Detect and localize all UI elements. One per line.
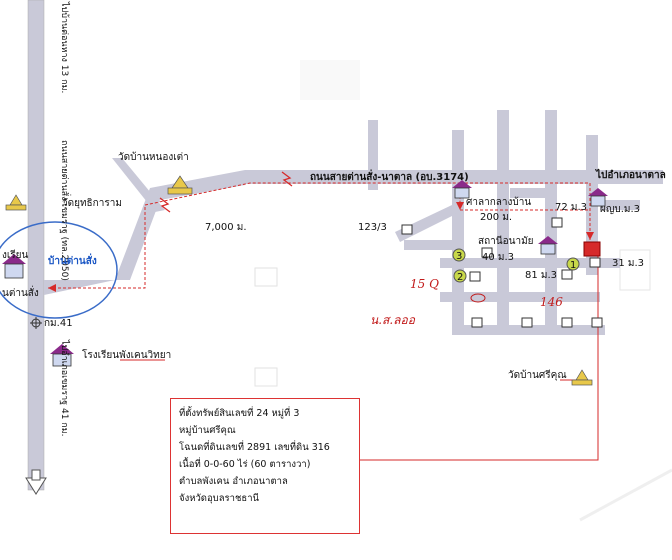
marker-2-label: 2 (457, 272, 463, 283)
route-arrow-left (48, 284, 56, 292)
house-icon-sala (452, 180, 472, 199)
wat-srikhun-label: วัดบ้านศรีคุณ (508, 369, 567, 381)
house-40-label: 40 ม.3 (482, 252, 514, 263)
main-road-label: ถนนสายต่านสั่ง-นาตาล (อบ.3174) (310, 169, 469, 183)
highway-label-bottom: ไปอำเภอเขมราฐ 41 กม. (59, 339, 70, 437)
house-72-label: 72 ม.3 (555, 202, 587, 213)
property-info-box: ที่ตั้งทรัพย์สินเลขที่ 24 หมู่ที่ 3 หมู่… (170, 398, 360, 534)
km41-label: กม.41 (44, 318, 73, 329)
house-icon-anamai (538, 236, 558, 255)
info-line-3: โฉนดที่ดินเลขที่ 2891 เลขที่ดิน 316 (179, 442, 330, 453)
marker-3-label: 3 (456, 251, 462, 262)
break-symbols (159, 171, 293, 213)
handwritten-15: 15 Q (410, 277, 439, 291)
distance-7km: 7,000 ม. (205, 222, 247, 233)
info-line-4: เนื้อที่ 0-0-60 ไร่ (60 ตารางวา) (179, 459, 311, 470)
marker-1-label: 1 (570, 260, 576, 271)
house-123-label: 123/3 (358, 222, 387, 233)
info-line-6: จังหวัดอุบลราชธานี (179, 493, 260, 504)
temple-icon-yutthikaram (5, 194, 27, 211)
sala-label: ศาลากลางบ้าน (466, 196, 531, 208)
ban-tan-sang-circle (0, 221, 118, 319)
background-scan-marks (254, 60, 672, 522)
house-boxes (401, 217, 603, 328)
school-icon-phangkhen (50, 344, 74, 367)
school-left-bottom-label: นต่านสั่ง (2, 285, 39, 299)
temple-icon-srikhun (571, 369, 593, 386)
info-line-5: ตำบลพังเคน อำเภอนาตาล (179, 476, 288, 487)
school-left-top-label: งเรียน (2, 249, 29, 261)
anamai-label: สถานีอนามัย (478, 235, 534, 247)
school-phangkhen-label: โรงเรียนพังเคนวิทยา (82, 348, 171, 361)
highway-label-top: ไปบ้านต่อนหาง 13 กม. (59, 1, 70, 93)
target-property-marker (583, 241, 601, 257)
to-natal-label: ไปอำเภอนาตาล (595, 168, 666, 181)
handwritten-scribble (470, 293, 486, 303)
school-icon-left (2, 254, 26, 279)
info-line-2: หมู่บ้านศรีคุณ (179, 425, 236, 436)
house-31-label: 31 ม.3 (612, 258, 644, 269)
highway-label-mid: ถนนสายต่านสั่ง-เขมราฐ (ทล.2050) (59, 140, 72, 281)
handwritten-146: 146 (540, 295, 563, 309)
route-arrow-sala (456, 202, 464, 210)
marker-1: 1 (566, 257, 580, 271)
marker-3: 3 (452, 248, 466, 262)
marker-2: 2 (453, 269, 467, 283)
handwritten-name: น.ส.ลออ (370, 313, 416, 327)
temple-icon-nongtao (167, 175, 193, 195)
route-arrow-target (586, 232, 594, 240)
ban-tan-sang-label: บ้านต่านสั่ง (48, 253, 97, 267)
distance-200m: 200 ม. (480, 212, 512, 223)
left-highway (25, 0, 47, 495)
pyb-label: ผญบ.ม.3 (600, 204, 640, 215)
wat-yutthikaram-label: วัดยุทธิการาม (62, 198, 122, 209)
road-network (44, 110, 663, 335)
house-81-label: 81 ม.3 (525, 270, 557, 281)
km41-icon (30, 317, 42, 329)
wat-nong-tao-label: วัดบ้านหนองเต่า (118, 151, 189, 163)
info-line-1: ที่ตั้งทรัพย์สินเลขที่ 24 หมู่ที่ 3 (179, 408, 300, 419)
house-icon-pyb (588, 188, 608, 207)
